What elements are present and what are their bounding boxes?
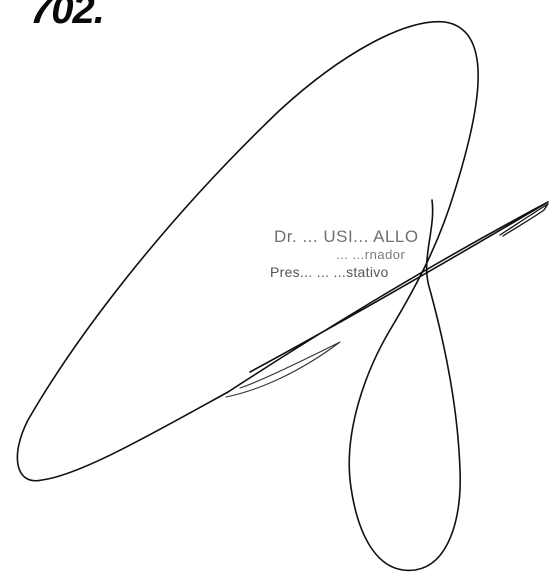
official-stamp: Dr. ... USI... ALLO ... ...rnador Pres..… xyxy=(270,226,552,281)
stamp-role: ... ...rnador xyxy=(336,247,406,263)
signature-main-loop xyxy=(16,20,479,572)
signature-cross-stroke xyxy=(227,201,549,393)
signature-tail xyxy=(499,203,549,237)
page-number-heading: 702. xyxy=(30,0,105,32)
stamp-name: Dr. ... USI... ALLO xyxy=(274,227,419,246)
stamp-office: Pres... ... ...stativo xyxy=(270,263,389,280)
signature-flourish xyxy=(225,341,341,398)
